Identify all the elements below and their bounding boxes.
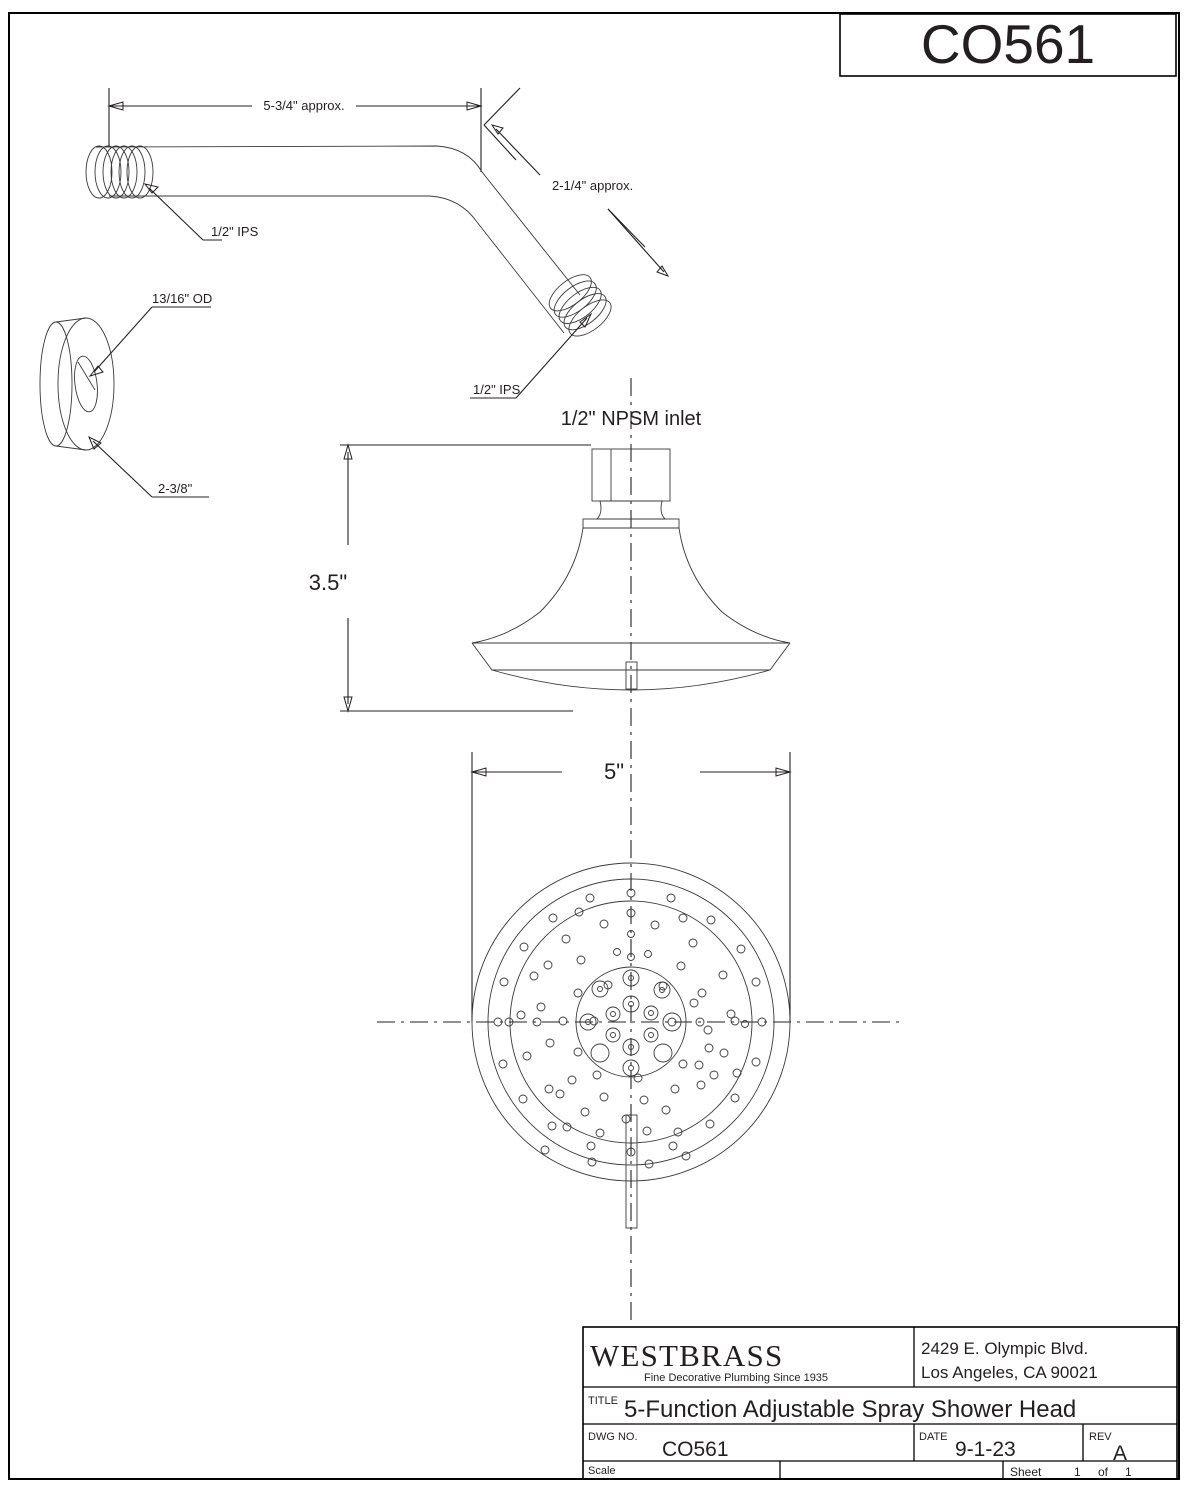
arm-pipe-bottom-edge bbox=[109, 195, 565, 334]
arm-drop-label: 2-1/4" approx. bbox=[552, 178, 633, 193]
date-value: 9-1-23 bbox=[955, 1438, 1016, 1461]
face-outer-rim bbox=[471, 862, 791, 1182]
rev-value: A bbox=[1113, 1442, 1127, 1465]
company-address-line-2: Los Angeles, CA 90021 bbox=[921, 1363, 1098, 1382]
face-center-zone bbox=[575, 966, 687, 1078]
arm-length-label: 5-3/4" approx. bbox=[263, 98, 344, 113]
flange-front-face bbox=[57, 317, 115, 451]
flange-bottom-edge bbox=[55, 445, 87, 451]
head-skirt bbox=[471, 642, 791, 671]
head-height-label: 3.5" bbox=[309, 570, 347, 595]
sheet-number: 1 bbox=[1074, 1465, 1081, 1479]
head-height-dimension bbox=[343, 443, 353, 713]
rev-label: REV bbox=[1089, 1431, 1112, 1443]
scale-label: Scale bbox=[588, 1465, 616, 1477]
flange-outside-label: 2-3/8" bbox=[158, 481, 193, 496]
face-diameter-dimension bbox=[470, 767, 792, 777]
sheet-total: 1 bbox=[1125, 1465, 1132, 1479]
arm-inlet-thread-1 bbox=[94, 145, 122, 199]
arm-inlet-thread-label: 1/2" IPS bbox=[211, 224, 259, 239]
part-number-text: CO561 bbox=[921, 13, 1095, 75]
face-inner-rim bbox=[487, 878, 775, 1166]
company-tagline: Fine Decorative Plumbing Since 1935 bbox=[644, 1372, 828, 1384]
arm-outlet-leader bbox=[470, 312, 593, 399]
sheet-label: Sheet bbox=[1010, 1465, 1042, 1479]
arm-drop-dimension bbox=[483, 87, 670, 277]
flange-view: 13/16" OD 2-3/8" bbox=[39, 291, 212, 498]
sheet-of-text: of bbox=[1098, 1465, 1109, 1479]
arm-pipe-top-edge bbox=[95, 145, 581, 296]
arm-outlet-thread-label: 1/2" IPS bbox=[473, 382, 521, 397]
arm-inlet-thread-5 bbox=[126, 145, 154, 199]
arm-length-dimension bbox=[107, 101, 483, 111]
title-block-outline bbox=[582, 1326, 1178, 1480]
company-name: WESTBRASS bbox=[590, 1338, 783, 1373]
head-face-edge bbox=[491, 669, 771, 691]
head-inlet-label: 1/2" NPSM inlet bbox=[561, 408, 702, 430]
shower-arm-view: 5-3/4" approx. bbox=[85, 87, 670, 399]
face-spray-plate bbox=[509, 900, 753, 1144]
face-diameter-label: 5" bbox=[604, 759, 624, 784]
title-block: WESTBRASS Fine Decorative Plumbing Since… bbox=[582, 1326, 1178, 1480]
sheet-frame bbox=[8, 12, 1180, 1480]
flange-back-face bbox=[39, 321, 73, 447]
dwg-no-value: CO561 bbox=[662, 1438, 729, 1461]
head-selector-lever-side bbox=[625, 661, 638, 690]
arm-inlet-thread-2 bbox=[102, 145, 130, 199]
nozzle-field-outer bbox=[493, 888, 767, 1169]
flange-outside-leader bbox=[88, 435, 209, 498]
company-address-line-1: 2429 E. Olympic Blvd. bbox=[921, 1339, 1088, 1358]
flange-bore-leader bbox=[88, 306, 211, 377]
shower-head-face-view: 5" bbox=[377, 752, 905, 1229]
arm-outlet-threads bbox=[548, 274, 612, 337]
dwg-no-label: DWG NO. bbox=[588, 1431, 638, 1443]
arm-inlet-thread-4 bbox=[118, 145, 146, 199]
arm-inlet-face bbox=[85, 145, 113, 199]
flange-top-edge bbox=[55, 317, 87, 323]
part-number-box bbox=[839, 13, 1177, 77]
arm-inlet-leader bbox=[143, 183, 222, 241]
flange-bore-label: 13/16" OD bbox=[152, 291, 212, 306]
title-field-value: 5-Function Adjustable Spray Shower Head bbox=[624, 1396, 1076, 1423]
nozzle-field-center bbox=[579, 969, 682, 1077]
date-label: DATE bbox=[919, 1431, 948, 1443]
flange-bore-chamfer bbox=[77, 361, 96, 391]
arm-inlet-thread-3 bbox=[110, 145, 138, 199]
title-field-label: TITLE bbox=[588, 1395, 618, 1407]
shower-head-side-view: 1/2" NPSM inlet 3.5" bbox=[309, 378, 791, 1320]
flange-bore bbox=[74, 355, 98, 413]
face-selector-lever bbox=[625, 1114, 638, 1229]
